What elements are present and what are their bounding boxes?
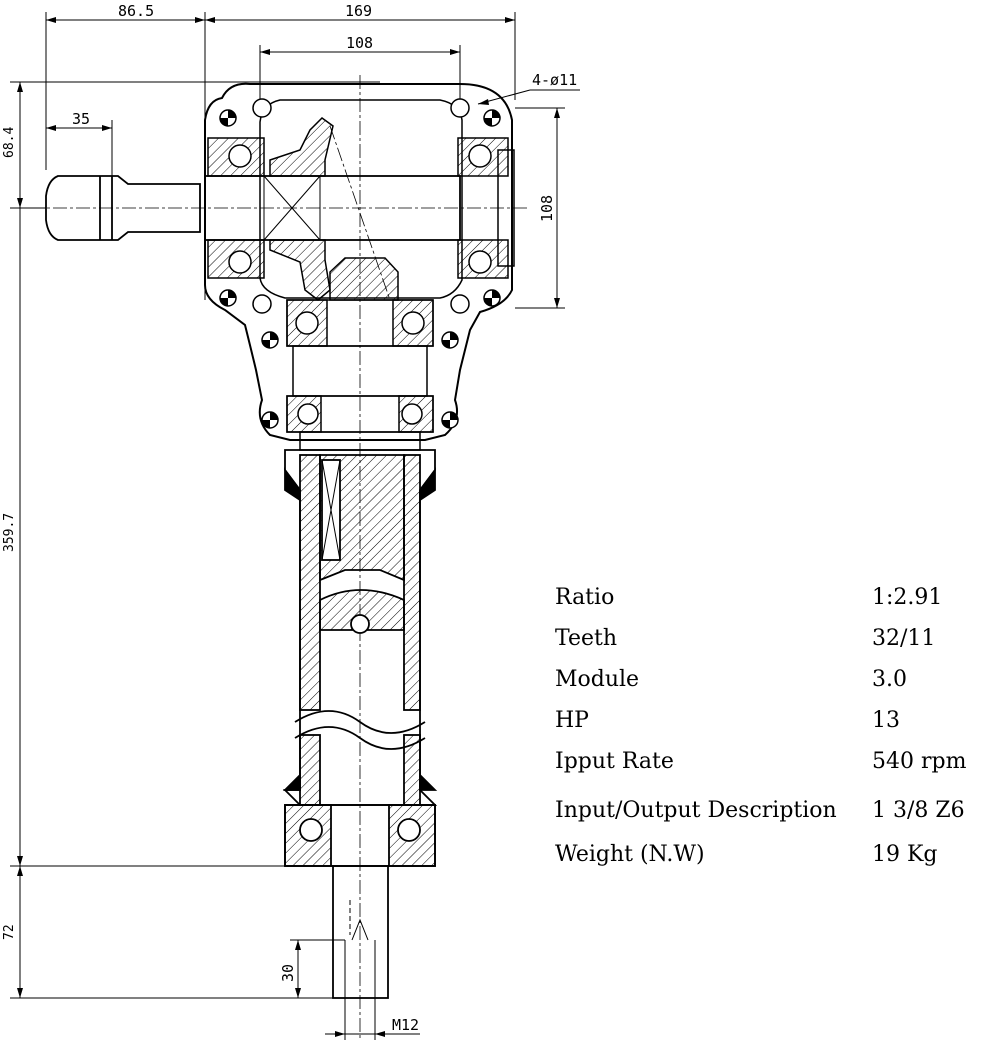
output-shaft (332, 865, 389, 999)
spec-label: Input/Output Description (555, 798, 837, 823)
spec-label: Teeth (555, 626, 618, 651)
dim-72: 72 (2, 924, 17, 940)
dim-359-7: 359.7 (2, 513, 17, 552)
spec-value: 1 3/8 Z6 (872, 798, 965, 823)
dim-holes: 4-ø11 (532, 71, 577, 89)
dimension-arrows (17, 17, 560, 1037)
spec-label: Ipput Rate (555, 749, 674, 774)
dim-30: 30 (279, 964, 297, 982)
spec-label: Ratio (555, 585, 615, 610)
spec-value: 1:2.91 (872, 585, 943, 610)
dim-m12: M12 (392, 1016, 419, 1034)
spec-row-io-description: Input/Output Description 1 3/8 Z6 (555, 798, 975, 850)
output-bearings (286, 299, 434, 451)
spec-value: 3.0 (872, 667, 907, 692)
spec-table: Ratio 1:2.91 Teeth 32/11 Module 3.0 HP 1… (555, 585, 975, 883)
dim-68-4: 68.4 (2, 127, 17, 158)
dim-169: 169 (345, 2, 372, 20)
spec-row-module: Module 3.0 (555, 667, 975, 708)
centerlines (30, 75, 530, 1040)
bolt-marks (220, 110, 500, 428)
dim-35: 35 (72, 110, 90, 128)
spec-row-hp: HP 13 (555, 708, 975, 749)
dimension-lines (10, 12, 580, 1040)
spec-label: HP (555, 708, 589, 733)
dim-108-right: 108 (538, 195, 556, 222)
tube (282, 449, 438, 806)
spec-row-input-rate: Ipput Rate 540 rpm (555, 749, 975, 790)
spec-label: Module (555, 667, 640, 692)
spec-value: 13 (872, 708, 900, 733)
bottom-housing (284, 804, 436, 867)
dim-86-5: 86.5 (118, 2, 154, 20)
bevel-gears (269, 117, 399, 301)
dim-108-top: 108 (346, 34, 373, 52)
spec-value: 19 Kg (872, 842, 938, 867)
input-bearings (207, 137, 515, 279)
spec-value: 540 rpm (872, 749, 967, 774)
spec-value: 32/11 (872, 626, 936, 651)
spec-row-teeth: Teeth 32/11 (555, 626, 975, 667)
spec-label: Weight (N.W) (555, 842, 705, 867)
spec-row-ratio: Ratio 1:2.91 (555, 585, 975, 626)
spec-row-weight: Weight (N.W) 19 Kg (555, 842, 975, 883)
